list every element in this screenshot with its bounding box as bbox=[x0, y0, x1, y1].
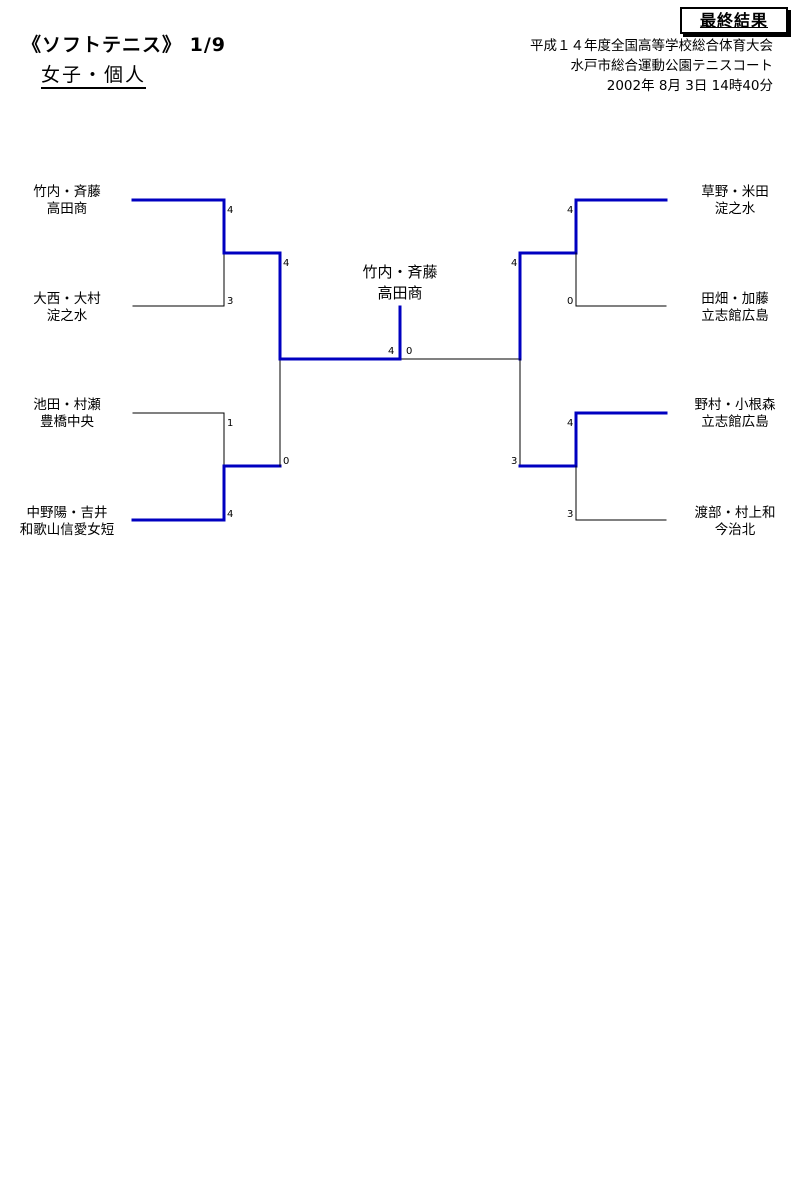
right-r1-score-1: 4 bbox=[567, 205, 574, 216]
player-school: 淀之水 bbox=[714, 201, 756, 217]
right-r1-score-3: 4 bbox=[567, 418, 574, 429]
left-r2-score-1: 4 bbox=[283, 258, 290, 269]
champion-names: 竹内・斉藤 bbox=[362, 263, 438, 281]
player-names: 大西・大村 bbox=[33, 291, 101, 307]
player-names: 竹内・斉藤 bbox=[33, 184, 101, 200]
player-names: 中野陽・吉井 bbox=[26, 505, 108, 521]
right-r2-score-2: 3 bbox=[511, 456, 518, 467]
player-names: 渡部・村上和 bbox=[694, 505, 776, 521]
player-school: 淀之水 bbox=[46, 308, 88, 324]
right-player-3: 野村・小根森 立志館広島 bbox=[660, 397, 799, 431]
player-school: 立志館広島 bbox=[701, 414, 769, 430]
tournament-name: 平成１４年度全国高等学校総合体育大会 bbox=[530, 38, 773, 54]
left-player-4: 中野陽・吉井 和歌山信愛女短 bbox=[0, 505, 142, 539]
champion-school: 高田商 bbox=[377, 284, 423, 302]
venue-name: 水戸市総合運動公園テニスコート bbox=[570, 58, 774, 74]
player-names: 池田・村瀬 bbox=[33, 397, 101, 413]
right-r2-score-1: 4 bbox=[511, 258, 518, 269]
event-datetime: 2002年 8月 3日 14時40分 bbox=[606, 78, 773, 94]
left-r1-score-2: 3 bbox=[227, 296, 234, 307]
final-score-left: 4 bbox=[388, 346, 395, 357]
left-r2-score-2: 0 bbox=[283, 456, 290, 467]
player-names: 草野・米田 bbox=[701, 184, 769, 200]
final-score-right: 0 bbox=[406, 346, 413, 357]
right-player-4: 渡部・村上和 今治北 bbox=[660, 505, 799, 539]
player-school: 今治北 bbox=[714, 522, 756, 538]
player-school: 和歌山信愛女短 bbox=[19, 522, 115, 538]
right-player-2: 田畑・加藤 立志館広島 bbox=[660, 291, 799, 325]
page-subtitle: 女子・個人 bbox=[41, 64, 147, 89]
player-school: 高田商 bbox=[46, 201, 88, 217]
left-player-3: 池田・村瀬 豊橋中央 bbox=[0, 397, 142, 431]
event-info: 平成１４年度全国高等学校総合体育大会 水戸市総合運動公園テニスコート 2002年… bbox=[530, 36, 773, 96]
page-title: 《ソフトテニス》 1/9 bbox=[22, 34, 226, 56]
left-r1-score-3: 1 bbox=[227, 418, 234, 429]
left-r1-score-4: 4 bbox=[227, 509, 234, 520]
right-r1-score-4: 3 bbox=[567, 509, 574, 520]
right-player-1: 草野・米田 淀之水 bbox=[660, 184, 799, 218]
player-school: 豊橋中央 bbox=[40, 414, 94, 430]
left-player-1: 竹内・斉藤 高田商 bbox=[0, 184, 142, 218]
left-r1-score-1: 4 bbox=[227, 205, 234, 216]
right-r1-score-2: 0 bbox=[567, 296, 574, 307]
player-names: 田畑・加藤 bbox=[701, 291, 769, 307]
champion-label: 竹内・斉藤 高田商 bbox=[330, 262, 470, 304]
player-names: 野村・小根森 bbox=[694, 397, 776, 413]
player-school: 立志館広島 bbox=[701, 308, 769, 324]
left-player-2: 大西・大村 淀之水 bbox=[0, 291, 142, 325]
final-result-badge: 最終結果 bbox=[680, 7, 788, 34]
